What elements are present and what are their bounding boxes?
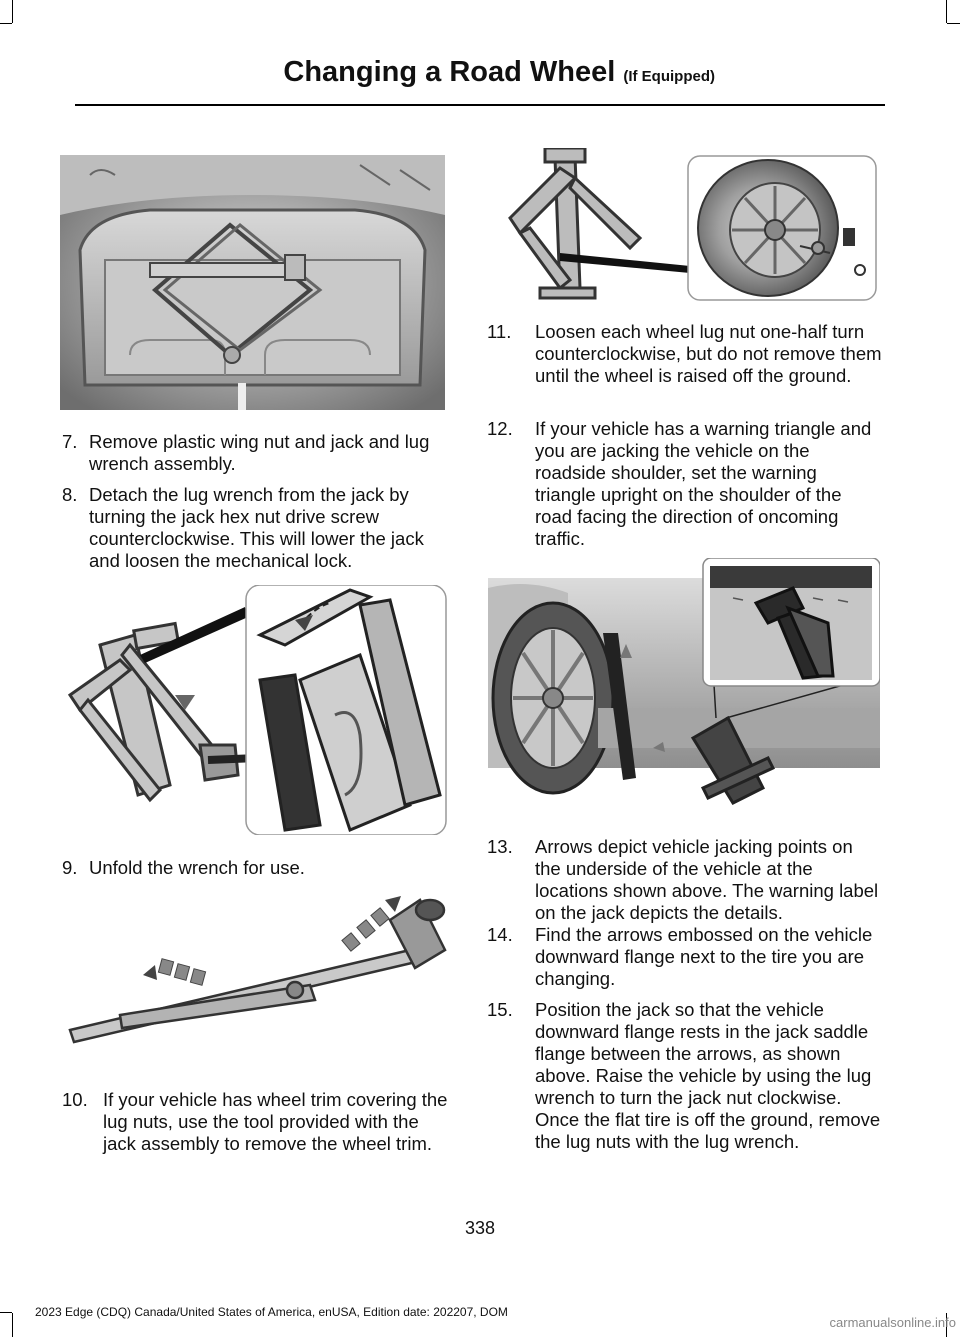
footer-edition-info: 2023 Edge (CDQ) Canada/United States of … bbox=[35, 1305, 508, 1319]
header-rule bbox=[75, 104, 885, 106]
step-number: 14. bbox=[487, 924, 513, 945]
step-number: 13. bbox=[487, 836, 513, 857]
page-title-main: Changing a Road Wheel bbox=[283, 56, 616, 88]
crop-mark bbox=[0, 1312, 12, 1313]
figure-lug-wrench-unfold bbox=[60, 890, 450, 1050]
step-text: Position the jack so that the vehicle do… bbox=[535, 999, 881, 1152]
step-text: Unfold the wrench for use. bbox=[89, 857, 305, 878]
step-8: 8. Detach the lug wrench from the jack b… bbox=[62, 484, 450, 572]
figure-jack-and-wheel bbox=[500, 146, 878, 303]
step-7: 7. Remove plastic wing nut and jack and … bbox=[62, 431, 450, 475]
step-text: Find the arrows embossed on the vehicle … bbox=[535, 924, 873, 989]
figure-vehicle-jacking-point bbox=[488, 557, 881, 810]
step-number: 15. bbox=[487, 999, 513, 1020]
step-text: Detach the lug wrench from the jack by t… bbox=[89, 484, 424, 571]
crop-mark bbox=[12, 1313, 13, 1337]
page-title-subtitle: (If Equipped) bbox=[623, 68, 715, 85]
step-number: 7. bbox=[62, 431, 78, 452]
step-15: 15. Position the jack so that the vehicl… bbox=[487, 999, 882, 1153]
figure-jack-lug-wrench-detach bbox=[60, 584, 447, 836]
step-text: Remove plastic wing nut and jack and lug… bbox=[89, 431, 430, 474]
step-number: 10. bbox=[62, 1089, 88, 1110]
crop-mark bbox=[946, 0, 947, 23]
step-number: 9. bbox=[62, 857, 78, 878]
step-9: 9. Unfold the wrench for use. bbox=[62, 857, 450, 879]
step-number: 12. bbox=[487, 418, 513, 439]
step-10: 10. If your vehicle has wheel trim cover… bbox=[62, 1089, 452, 1155]
watermark: carmanualsonline.info bbox=[829, 1315, 956, 1330]
step-13: 13. Arrows depict vehicle jacking points… bbox=[487, 836, 882, 924]
page-number: 338 bbox=[464, 1218, 496, 1238]
step-text: If your vehicle has wheel trim covering … bbox=[103, 1089, 448, 1154]
crop-mark bbox=[12, 0, 13, 23]
page-title: Changing a Road Wheel (If Equipped) bbox=[283, 56, 715, 89]
step-12: 12. If your vehicle has a warning triang… bbox=[487, 418, 882, 550]
crop-mark bbox=[947, 23, 960, 24]
step-text: Arrows depict vehicle jacking points on … bbox=[535, 836, 879, 923]
crop-mark bbox=[946, 1313, 947, 1337]
step-number: 11. bbox=[487, 321, 512, 342]
step-text: If your vehicle has a warning triangle a… bbox=[535, 418, 872, 549]
figure-jack-in-spare-well bbox=[60, 155, 445, 410]
step-number: 8. bbox=[62, 484, 78, 505]
crop-mark bbox=[0, 23, 12, 24]
step-11: 11. Loosen each wheel lug nut one-half t… bbox=[487, 321, 882, 387]
step-14: 14. Find the arrows embossed on the vehi… bbox=[487, 924, 882, 990]
step-text: Loosen each wheel lug nut one-half turn … bbox=[535, 321, 882, 386]
